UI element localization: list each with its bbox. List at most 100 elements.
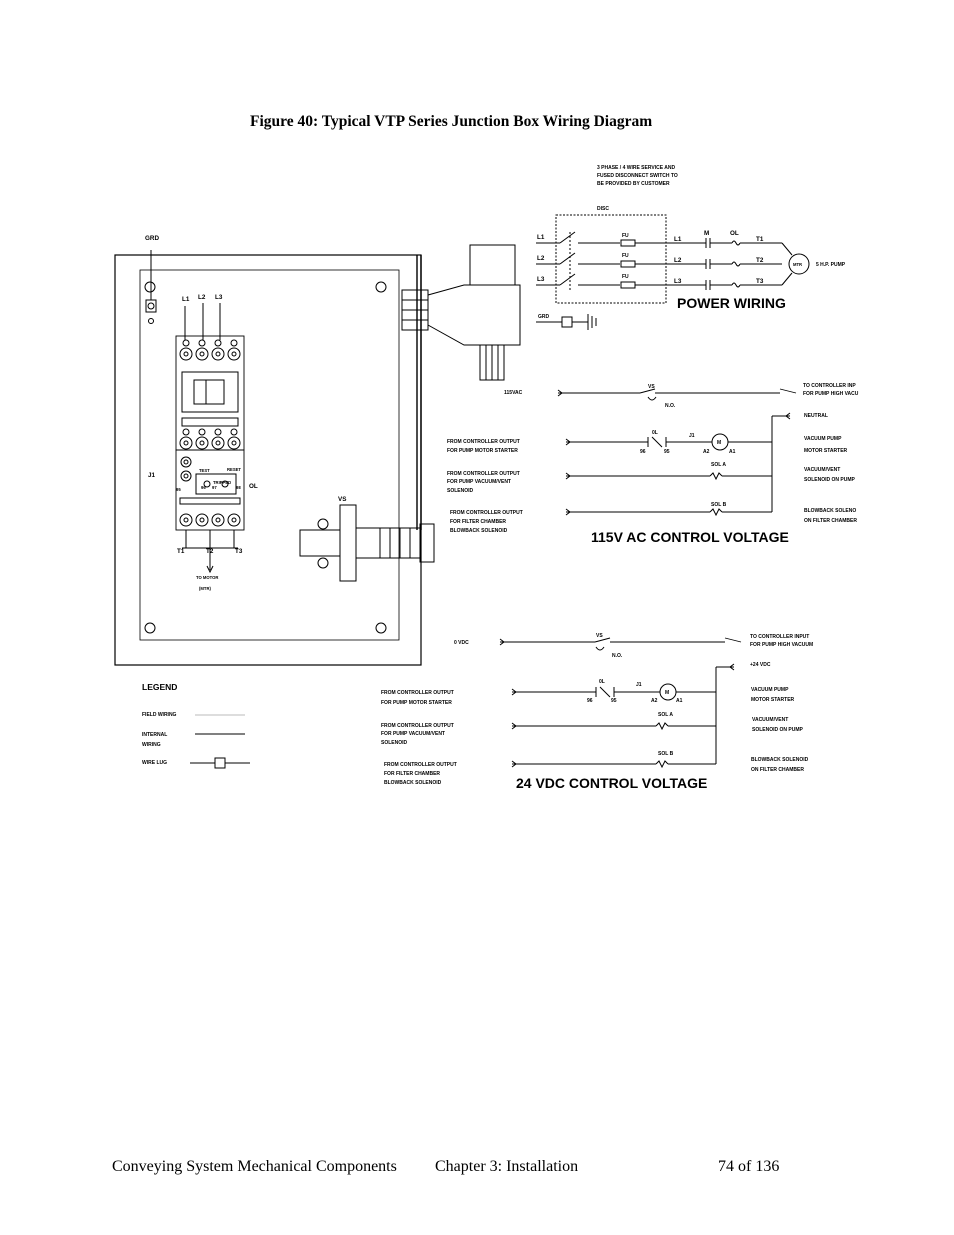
ac-sol-b: SOL B bbox=[711, 502, 727, 508]
ac-neutral: NEUTRAL bbox=[804, 413, 828, 419]
dc-plus24: +24 VDC bbox=[750, 662, 771, 668]
dc-src3-line-1: FROM CONTROLLER OUTPUT bbox=[384, 762, 457, 768]
pw-out-l3: L3 bbox=[674, 278, 682, 285]
pw-grd: GRD bbox=[538, 314, 550, 320]
pw-m-label: M bbox=[704, 230, 709, 237]
jb-l1-label: L1 bbox=[182, 296, 190, 303]
junction-box bbox=[114, 244, 521, 666]
dc-vs: VS bbox=[596, 633, 603, 639]
dc-95: 95 bbox=[611, 698, 617, 704]
dc-heading: 24 VDC CONTROL VOLTAGE bbox=[516, 775, 707, 791]
service-note-line-1: 3 PHASE / 4 WIRE SERVICE AND bbox=[597, 165, 675, 171]
dc-src2-line-1: FROM CONTROLLER OUTPUT bbox=[381, 723, 454, 729]
footer-section-title: Conveying System Mechanical Components bbox=[112, 1158, 397, 1175]
pw-in-l1: L1 bbox=[537, 234, 545, 241]
legend-wire-lug: WIRE LUG bbox=[142, 760, 167, 766]
pw-in-l3: L3 bbox=[537, 276, 545, 283]
ac-src1-line-1: FROM CONTROLLER OUTPUT bbox=[447, 439, 520, 445]
legend-field-wiring: FIELD WIRING bbox=[142, 712, 177, 718]
service-note-line-2: FUSED DISCONNECT SWITCH TO bbox=[597, 173, 678, 179]
dc-to-controller-2: FOR PUMP HIGH VACUUM bbox=[750, 642, 813, 648]
ac-a1: A1 bbox=[729, 449, 736, 455]
dc-control-circuit bbox=[499, 637, 742, 769]
pw-mtr: MTR bbox=[793, 262, 802, 267]
ac-to-controller-1: TO CONTROLLER INP bbox=[803, 383, 856, 389]
dc-ol: 0L bbox=[599, 679, 605, 685]
dc-dest3-line-1: BLOWBACK SOLENOID bbox=[751, 757, 809, 763]
ac-src3-line-1: FROM CONTROLLER OUTPUT bbox=[450, 510, 523, 516]
jb-ol-label: OL bbox=[249, 483, 258, 490]
jb-tripped-label: TRIPPED bbox=[213, 480, 231, 485]
pw-fu-1: FU bbox=[622, 233, 629, 239]
figure-title: Figure 40: Typical VTP Series Junction B… bbox=[250, 113, 653, 130]
jb-l2-label: L2 bbox=[198, 294, 206, 301]
ac-src3-line-2: FOR FILTER CHAMBER bbox=[450, 519, 506, 525]
ac-src1-line-2: FOR PUMP MOTOR STARTER bbox=[447, 448, 518, 454]
pw-ol-label: OL bbox=[730, 230, 739, 237]
jb-grd-label: GRD bbox=[145, 235, 159, 242]
dc-src1-line-1: FROM CONTROLLER OUTPUT bbox=[381, 690, 454, 696]
legend-title: LEGEND bbox=[142, 682, 177, 692]
legend-internal-2: WIRING bbox=[142, 742, 161, 748]
dc-supply: 0 VDC bbox=[454, 640, 469, 646]
dc-dest1-line-2: MOTOR STARTER bbox=[751, 697, 795, 703]
power-wiring-heading: POWER WIRING bbox=[677, 295, 786, 311]
ac-a2: A2 bbox=[703, 449, 710, 455]
dc-to-controller-1: TO CONTROLLER INPUT bbox=[750, 634, 809, 640]
ac-src2-line-2: FOR PUMP VACUUM/VENT bbox=[447, 479, 511, 485]
dc-no: N.O. bbox=[612, 653, 623, 659]
footer-chapter: Chapter 3: Installation bbox=[435, 1158, 579, 1175]
pw-t1: T1 bbox=[756, 236, 764, 243]
jb-l3-label: L3 bbox=[215, 294, 223, 301]
ac-src3-line-3: BLOWBACK SOLENOID bbox=[450, 528, 508, 534]
disc-label: DISC bbox=[597, 206, 609, 212]
dc-dest2-line-1: VACUUM/VENT bbox=[752, 717, 788, 723]
jb-contact-97: 97 bbox=[212, 485, 217, 490]
dc-src3-line-2: FOR FILTER CHAMBER bbox=[384, 771, 440, 777]
pw-out-l2: L2 bbox=[674, 257, 682, 264]
ac-to-controller-2: FOR PUMP HIGH VACU bbox=[803, 391, 859, 397]
dc-a2: A2 bbox=[651, 698, 658, 704]
ac-src2-line-3: SOLENOID bbox=[447, 488, 474, 494]
pw-t3: T3 bbox=[756, 278, 764, 285]
ac-heading: 115V AC CONTROL VOLTAGE bbox=[591, 529, 789, 545]
dc-96: 96 bbox=[587, 698, 593, 704]
ac-j1: J1 bbox=[689, 433, 695, 439]
ac-dest2-line-2: SOLENOID ON PUMP bbox=[804, 477, 856, 483]
ac-dest1-line-1: VACUUM PUMP bbox=[804, 436, 842, 442]
jb-mtr-label: (MTR) bbox=[199, 586, 211, 591]
dc-dest2-line-2: SOLENOID ON PUMP bbox=[752, 727, 804, 733]
dc-src2-line-3: SOLENOID bbox=[381, 740, 408, 746]
jb-t1-label: T1 bbox=[177, 548, 185, 555]
dc-dest1-line-1: VACUUM PUMP bbox=[751, 687, 789, 693]
power-wiring bbox=[536, 214, 810, 330]
jb-reset-label: RESET bbox=[227, 467, 241, 472]
dc-sol-a: SOL A bbox=[658, 712, 673, 718]
legend: LEGEND FIELD WIRING INTERNAL WIRING WIRE… bbox=[142, 682, 250, 769]
ac-dest2-line-1: VACUUM/VENT bbox=[804, 467, 840, 473]
legend-internal-1: INTERNAL bbox=[142, 732, 167, 738]
dc-m: M bbox=[665, 690, 669, 696]
ac-95: 95 bbox=[664, 449, 670, 455]
jb-t2-label: T2 bbox=[206, 548, 214, 555]
ac-vs: VS bbox=[648, 384, 655, 390]
dc-src2-line-2: FOR PUMP VACUUM/VENT bbox=[381, 731, 445, 737]
dc-sol-b: SOL B bbox=[658, 751, 674, 757]
pw-t2: T2 bbox=[756, 257, 764, 264]
dc-dest3-line-2: ON FILTER CHAMBER bbox=[751, 767, 804, 773]
ac-ol: 0L bbox=[652, 430, 658, 436]
pw-pump: 5 H.P. PUMP bbox=[816, 262, 846, 268]
ac-no: N.O. bbox=[665, 403, 676, 409]
pw-in-l2: L2 bbox=[537, 255, 545, 262]
pw-fu-2: FU bbox=[622, 253, 629, 259]
jb-vs-label: VS bbox=[338, 496, 346, 503]
jb-j1-label: J1 bbox=[148, 472, 156, 479]
jb-to-motor-label: TO MOTOR bbox=[196, 575, 218, 580]
ac-control-circuit bbox=[557, 388, 797, 517]
ac-dest3-line-1: BLOWBACK SOLENO bbox=[804, 508, 856, 514]
jb-contact-98: 98 bbox=[236, 485, 241, 490]
ac-m: M bbox=[717, 440, 721, 446]
ac-dest1-line-2: MOTOR STARTER bbox=[804, 448, 848, 454]
dc-a1: A1 bbox=[676, 698, 683, 704]
